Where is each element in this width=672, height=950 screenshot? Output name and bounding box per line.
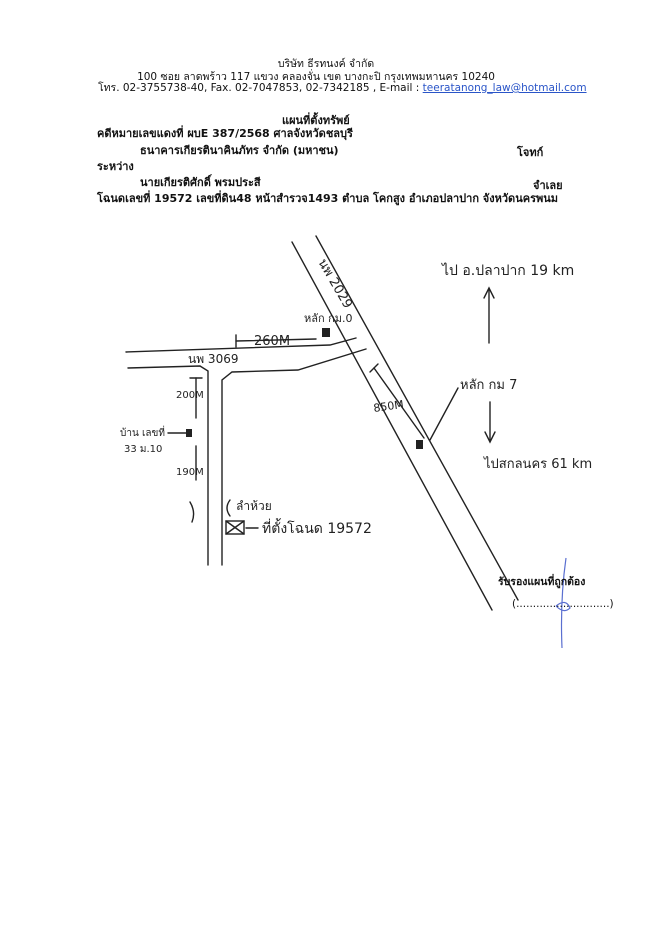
to-south-label: ไปสกลนคร 61 km (483, 456, 592, 472)
road-3069-label: นพ 3069 (188, 352, 238, 366)
contact-text: โทร. 02-3755738-40, Fax. 02-7047853, 02-… (98, 82, 423, 94)
creek-bracket (226, 499, 231, 517)
distance-190-label: 190M (176, 467, 204, 478)
document-title: แผนที่ตั้งทรัพย์ (282, 114, 350, 127)
km0-label: หลัก กม.0 (304, 312, 353, 325)
land-label: ที่ตั้งโฉนด 19572 (262, 518, 372, 537)
company-contact: โทร. 02-3755738-40, Fax. 02-7047853, 02-… (0, 82, 672, 95)
case-number: คดีหมายเลขแดงที่ ผบE 387/2568 ศาลจังหวัด… (97, 127, 353, 140)
dim-190-bracket (189, 501, 195, 523)
north-arrowhead (483, 286, 495, 299)
plaintiff-name: ธนาคารเกียรตินาคินภัทร จำกัด (มหาชน) (140, 144, 339, 157)
road-2029-label: นพ 2029 (315, 257, 355, 312)
land-plot-cross-b (225, 520, 245, 535)
land-plot-box (225, 520, 245, 535)
distance-200-label: 200M (176, 390, 204, 401)
km7-pointer (429, 387, 459, 441)
km0-marker (322, 328, 330, 337)
defendant-name: นายเกียรติศักดิ์ พรมประสี (140, 176, 261, 189)
to-north-label: ไป อ.ปลาปาก 19 km (441, 262, 574, 279)
certification-label: รับรองแผนที่ถูกต้อง (498, 576, 586, 588)
company-name: บริษัท ธีรทนงค์ จำกัด (277, 58, 375, 70)
house-label: บ้าน เลขที่ 33 ม.10 (120, 425, 168, 455)
road-3069-edge-bottom-right (221, 348, 367, 566)
distance-850-label: 850M (373, 398, 405, 415)
km7-marker (416, 440, 423, 449)
road-3069-edge-bottom (127, 365, 209, 566)
road-3069-edge-top (125, 337, 357, 353)
dim-850-tick (369, 363, 379, 373)
signature-line: (............................) (512, 598, 614, 610)
email-link[interactable]: teeratanong_law@hotmail.com (422, 82, 587, 94)
deed-info: โฉนดเลขที่ 19572 เลขที่ดิน48 หน้าสำรวจ14… (97, 192, 559, 205)
signature-mark (555, 557, 571, 649)
creek-label: ลำห้วย (236, 499, 272, 513)
distance-260-label: 260M (254, 334, 290, 349)
dim-260-line (235, 338, 317, 342)
plaintiff-role: โจทก์ (517, 146, 544, 159)
km7-label: หลัก กม 7 (460, 378, 517, 393)
dim-850-line (373, 367, 425, 439)
company-address: 100 ซอย ลาดพร้าว 117 แขวง คลองจั่น เขต บ… (137, 71, 495, 83)
road-2029-edge-right (315, 235, 519, 601)
between-label: ระหว่าง (97, 160, 134, 173)
defendant-role: จำเลย (533, 179, 563, 192)
south-arrowhead (484, 431, 496, 444)
road-2029-edge-left (291, 241, 493, 611)
house-marker (186, 429, 192, 437)
